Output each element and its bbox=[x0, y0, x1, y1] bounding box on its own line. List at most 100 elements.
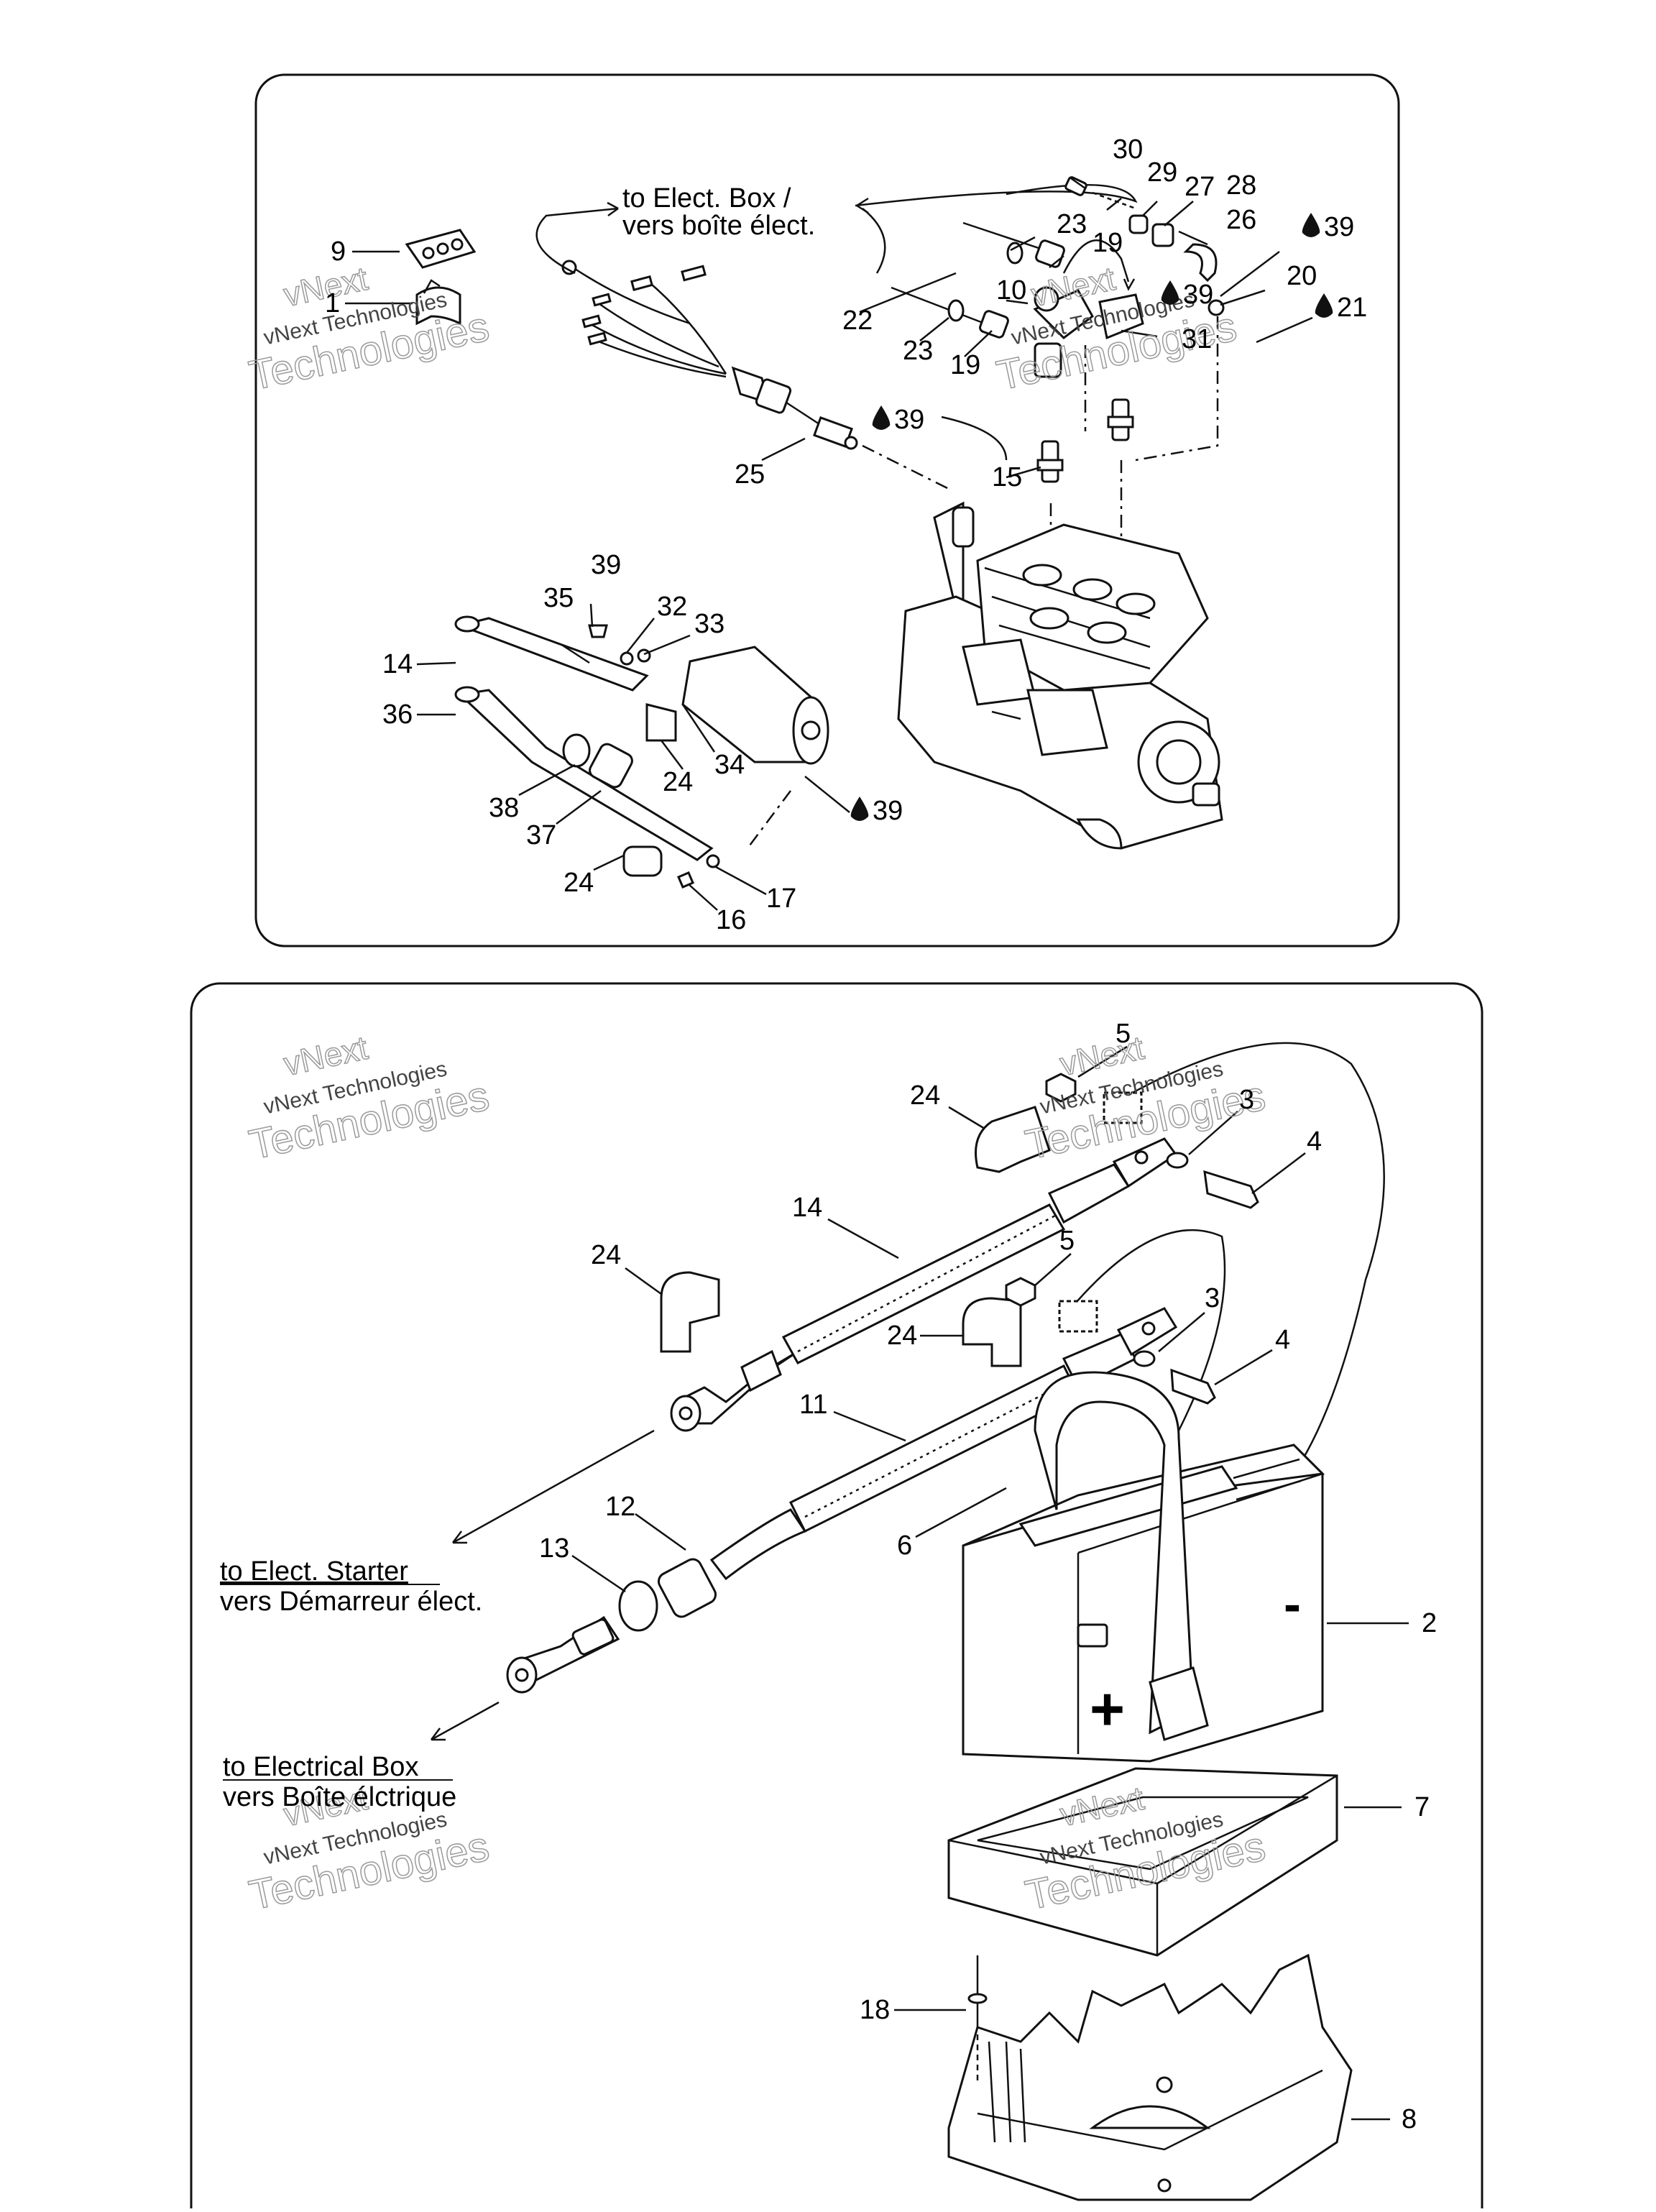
oil-drop-icon bbox=[872, 405, 891, 430]
callout-32: 32 bbox=[657, 592, 687, 622]
engine-block bbox=[897, 501, 1223, 850]
callout-37: 37 bbox=[526, 820, 556, 850]
callout-9: 9 bbox=[331, 237, 346, 267]
callout-17: 17 bbox=[766, 884, 796, 914]
note-electrical-box-line2: vers Boîte élctrique bbox=[223, 1782, 456, 1812]
callout-10: 10 bbox=[996, 275, 1026, 306]
oil-drop-icon bbox=[850, 797, 869, 821]
callout-19: 19 bbox=[950, 350, 980, 380]
bottom-panel-drawing bbox=[431, 1042, 1409, 2201]
callout-5: 5 bbox=[1116, 1019, 1131, 1049]
callout-5: 5 bbox=[1059, 1226, 1075, 1256]
callout-39: 39 bbox=[591, 550, 621, 580]
callout-38: 38 bbox=[489, 793, 519, 823]
battery-wire-loop bbox=[1106, 1042, 1385, 1474]
cable-11 bbox=[506, 1307, 1178, 1694]
note-elect-box-line1: to Elect. Box / bbox=[622, 183, 791, 214]
callout-13: 13 bbox=[539, 1533, 569, 1564]
callout-23: 23 bbox=[1057, 209, 1087, 239]
note-to-elect-starter: to Elect. Starter vers Démarreur élect. bbox=[220, 1556, 482, 1617]
clip-parts bbox=[405, 229, 477, 326]
battery-tray bbox=[947, 1767, 1338, 1957]
note-to-electrical-box: to Electrical Box vers Boîte élctrique bbox=[223, 1752, 456, 1812]
callout-29: 29 bbox=[1147, 157, 1177, 188]
callout-21: 21 bbox=[1337, 293, 1367, 323]
callout-27: 27 bbox=[1184, 172, 1215, 202]
spark-plugs bbox=[1036, 398, 1134, 483]
callout-14: 14 bbox=[382, 649, 413, 679]
note-elect-box-line2: vers boîte élect. bbox=[622, 211, 815, 241]
callout-2: 2 bbox=[1422, 1608, 1437, 1638]
callout-14: 14 bbox=[792, 1193, 822, 1223]
callout-1: 1 bbox=[325, 288, 340, 318]
callout-28: 28 bbox=[1226, 170, 1256, 201]
wiring-harness bbox=[561, 260, 858, 450]
cable-14 bbox=[670, 1137, 1178, 1432]
callout-39: 39 bbox=[894, 405, 924, 435]
top-leader-lines bbox=[345, 177, 1313, 911]
watermark-line1: vNext bbox=[1057, 1029, 1147, 1083]
note-electrical-box-line1: to Electrical Box bbox=[223, 1752, 418, 1782]
starter-arrow bbox=[452, 1429, 655, 1544]
electrical-box-arrow bbox=[431, 1701, 500, 1741]
battery-minus-sign: - bbox=[1284, 1576, 1301, 1633]
callout-4: 4 bbox=[1275, 1325, 1290, 1355]
oil-drop-icon bbox=[1161, 280, 1179, 305]
callout-18: 18 bbox=[860, 1995, 890, 2025]
elect-box-arrow-right bbox=[855, 183, 1138, 207]
callout-24: 24 bbox=[564, 868, 594, 898]
callout-26: 26 bbox=[1226, 205, 1256, 235]
oil-drop-icon bbox=[1315, 293, 1333, 318]
callout-19: 19 bbox=[1092, 228, 1123, 258]
callout-6: 6 bbox=[897, 1530, 912, 1561]
callout-35: 35 bbox=[543, 583, 574, 613]
callout-39: 39 bbox=[873, 796, 903, 826]
callout-24: 24 bbox=[591, 1240, 621, 1270]
callout-33: 33 bbox=[694, 609, 724, 639]
starter-motor bbox=[454, 615, 829, 889]
callout-24: 24 bbox=[887, 1321, 917, 1351]
callout-3: 3 bbox=[1239, 1085, 1254, 1115]
callout-30: 30 bbox=[1113, 134, 1143, 165]
callout-20: 20 bbox=[1287, 261, 1317, 291]
callout-4: 4 bbox=[1307, 1126, 1322, 1157]
elect-box-arrow-left bbox=[535, 207, 619, 275]
note-starter-line1: to Elect. Starter bbox=[220, 1556, 408, 1587]
callout-3: 3 bbox=[1205, 1283, 1220, 1313]
callout-15: 15 bbox=[992, 462, 1022, 492]
callout-11: 11 bbox=[799, 1390, 827, 1420]
spark-plug-cables bbox=[891, 176, 1225, 378]
callout-31: 31 bbox=[1182, 324, 1212, 354]
callout-39: 39 bbox=[1324, 212, 1354, 242]
note-starter-line2: vers Démarreur élect. bbox=[220, 1587, 482, 1617]
bottom-panel-frame bbox=[190, 982, 1484, 2212]
note-to-elect-box: to Elect. Box / vers boîte élect. bbox=[622, 183, 815, 241]
callout-22: 22 bbox=[842, 306, 873, 336]
oil-drop-icon bbox=[1302, 213, 1320, 237]
callout-39: 39 bbox=[1183, 280, 1213, 310]
top-panel-frame bbox=[254, 73, 1400, 947]
watermark-line1: vNext bbox=[280, 1029, 371, 1083]
callout-12: 12 bbox=[605, 1492, 635, 1522]
battery-holder bbox=[947, 1953, 1353, 2201]
callout-25: 25 bbox=[735, 459, 765, 490]
callout-24: 24 bbox=[910, 1080, 940, 1111]
callout-16: 16 bbox=[716, 905, 746, 935]
boots-24 bbox=[660, 1106, 1051, 1367]
bottom-leader-lines bbox=[571, 1045, 1409, 2121]
callout-36: 36 bbox=[382, 699, 413, 730]
top-panel-drawing bbox=[345, 176, 1313, 911]
callout-24: 24 bbox=[663, 767, 693, 797]
pin-18 bbox=[967, 1955, 988, 2085]
battery-plus-sign: + bbox=[1090, 1675, 1125, 1743]
callout-8: 8 bbox=[1402, 2104, 1417, 2134]
battery bbox=[962, 1371, 1325, 1763]
callout-7: 7 bbox=[1414, 1792, 1430, 1822]
callout-23: 23 bbox=[903, 336, 933, 366]
fasteners bbox=[1005, 1073, 1259, 1405]
